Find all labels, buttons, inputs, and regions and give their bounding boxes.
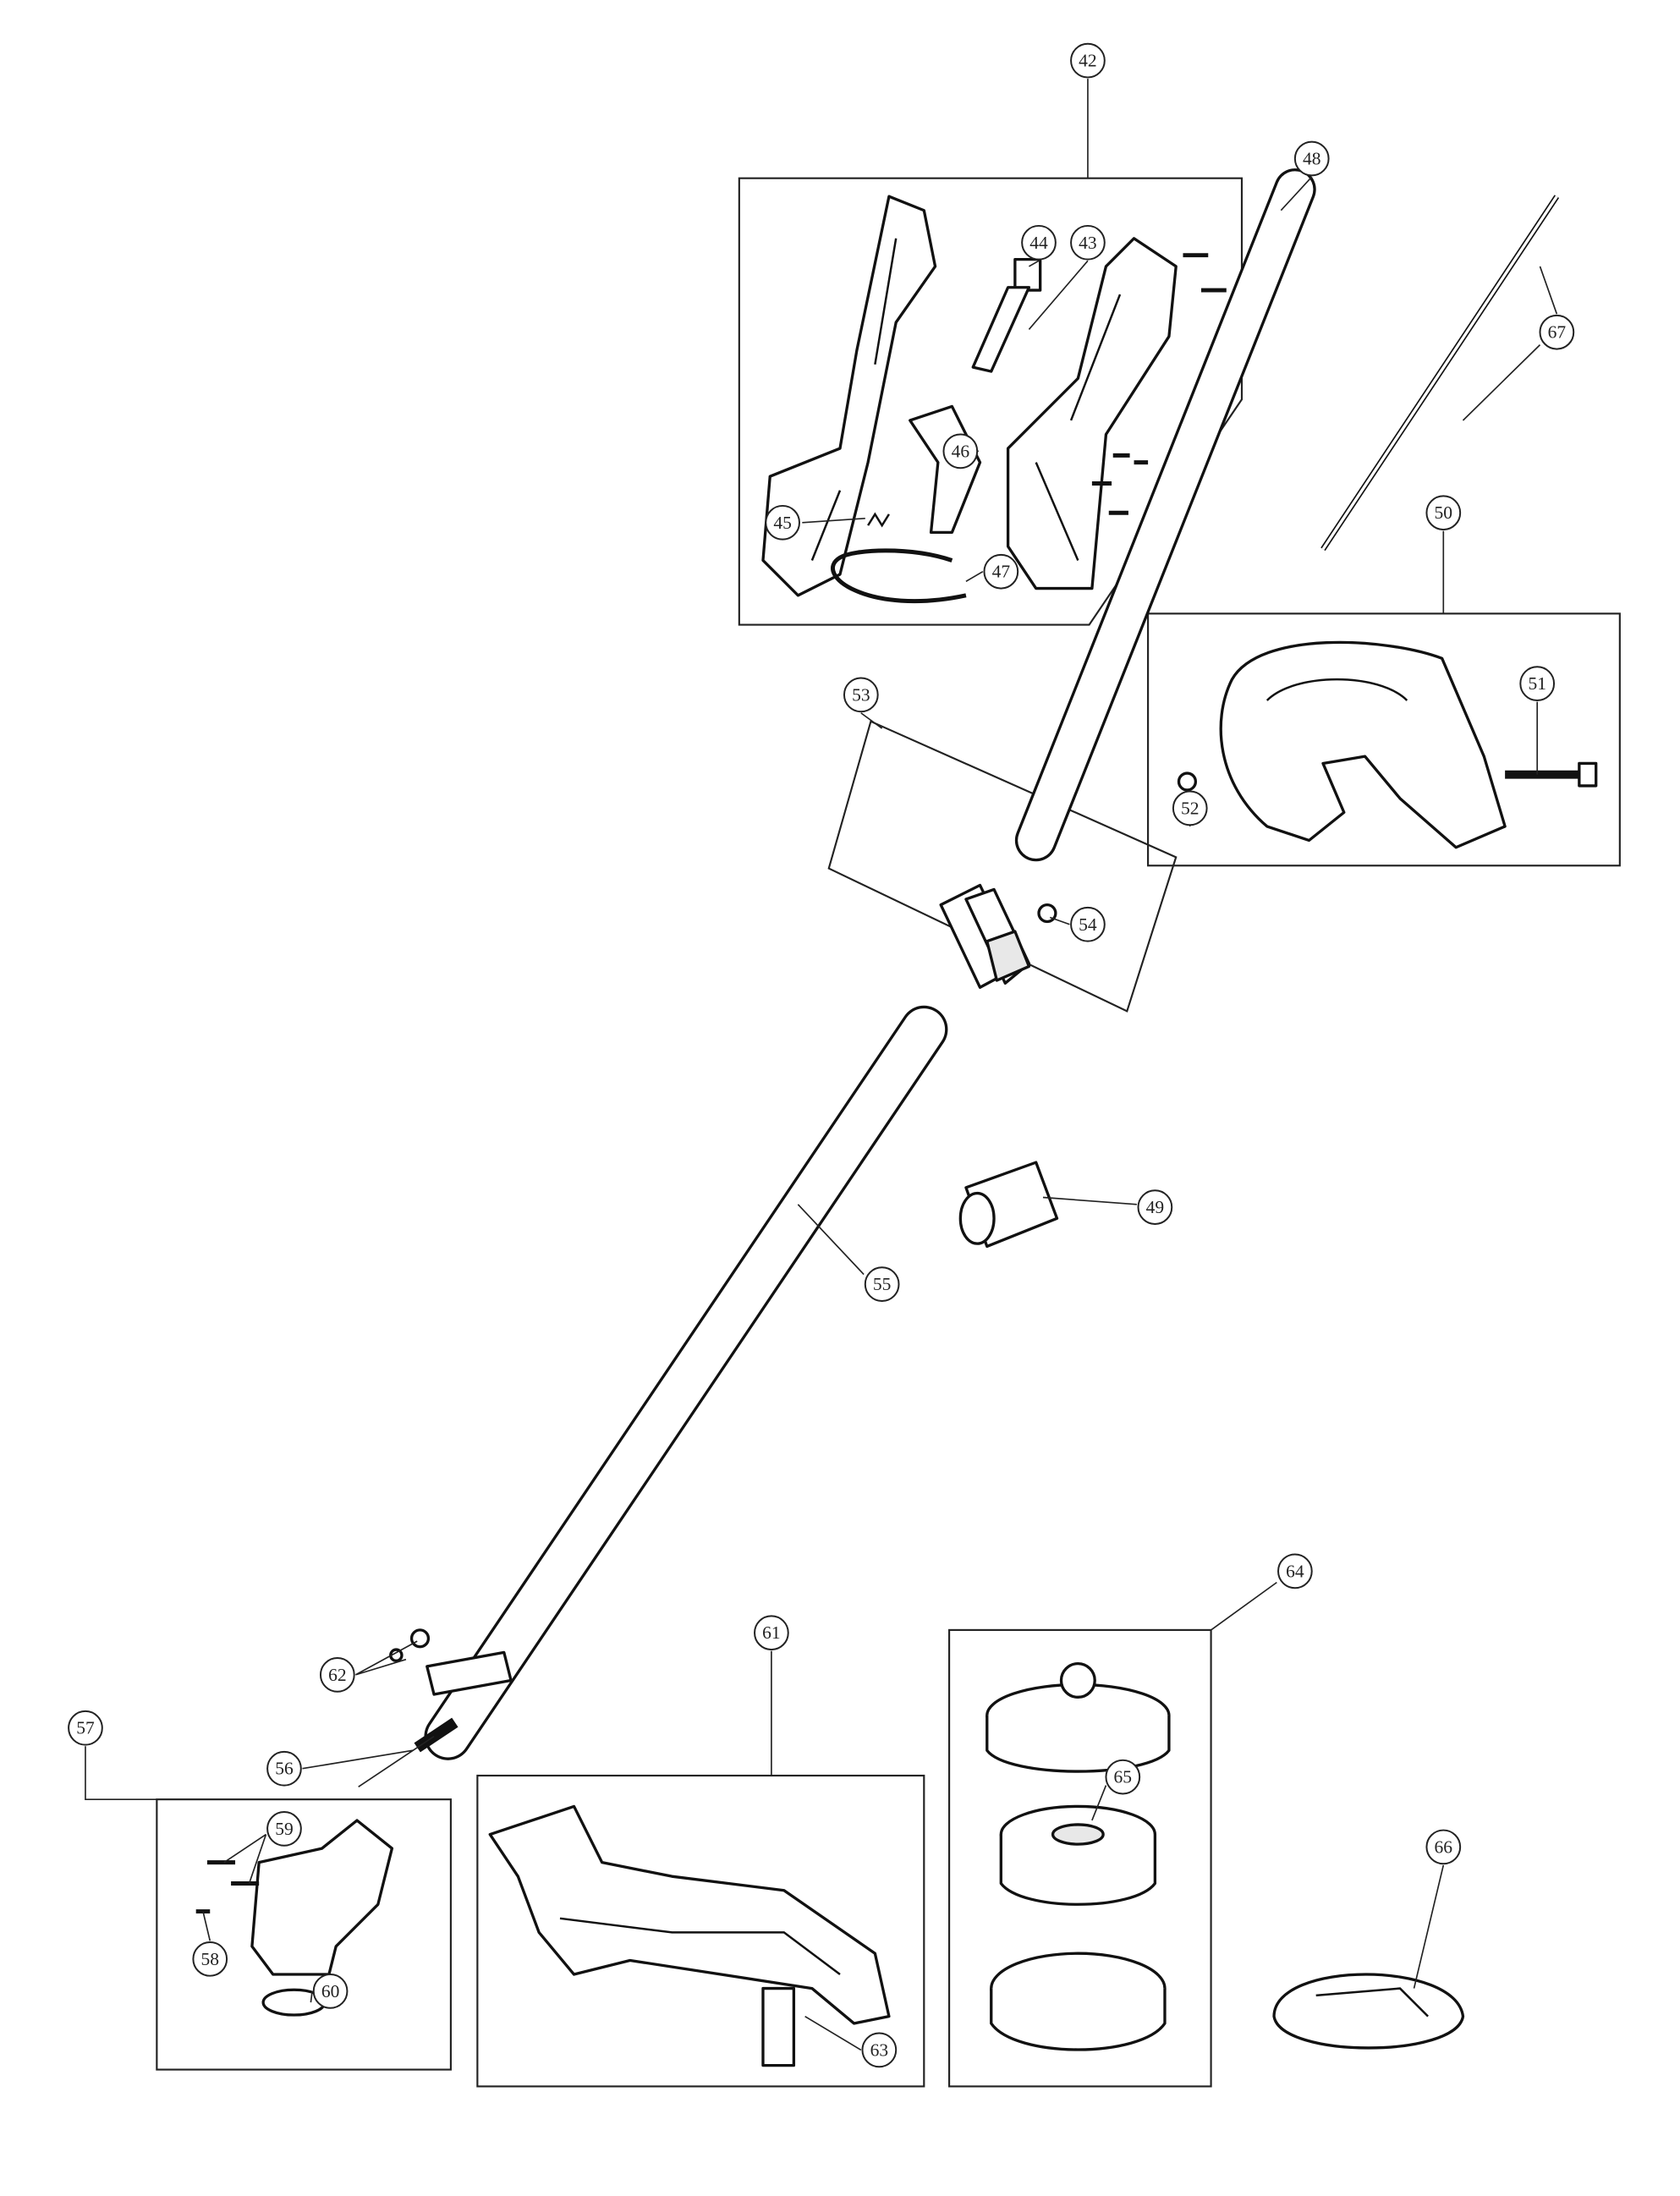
handle-housing-left [761,195,937,597]
trigger [909,404,982,535]
callout-66: 66 [1425,1829,1462,1865]
svg-text:52: 52 [1181,798,1200,818]
callout-67: 67 [1539,314,1575,350]
callout-53: 53 [843,677,879,713]
lower-shaft [424,1005,948,1760]
svg-text:45: 45 [773,513,792,533]
box-guard [476,1774,925,2088]
box-gearhead [156,1798,452,2071]
screws-handle [1091,253,1227,515]
svg-text:64: 64 [1286,1561,1304,1581]
lock-rod [971,286,1031,373]
upper-shaft [1014,168,1316,862]
leader-lines [85,79,1558,2051]
svg-text:54: 54 [1079,914,1097,935]
svg-text:60: 60 [321,1981,340,2001]
callout-54: 54 [1070,906,1106,942]
callout-42: 42 [1070,42,1106,79]
switch [1013,258,1042,292]
callout-49: 49 [1137,1189,1173,1225]
svg-text:46: 46 [952,441,970,461]
callout-47: 47 [983,553,1019,590]
spring-45 [867,512,890,528]
svg-text:55: 55 [873,1274,892,1294]
svg-text:62: 62 [328,1665,347,1685]
handle-housing-right [1006,237,1178,590]
svg-text:61: 61 [762,1622,781,1643]
shaft-coupler-49 [958,1161,1059,1249]
drive-cable [1320,195,1560,552]
box-trimmer-head [948,1628,1212,2088]
svg-text:51: 51 [1528,673,1546,694]
svg-text:67: 67 [1548,322,1567,343]
svg-text:58: 58 [201,1949,220,1969]
svg-text:66: 66 [1435,1836,1453,1857]
svg-text:57: 57 [76,1718,95,1738]
svg-text:53: 53 [852,684,870,705]
callout-44: 44 [1021,224,1057,261]
callout-64: 64 [1277,1553,1313,1589]
callout-57: 57 [68,1710,103,1746]
callout-51: 51 [1519,666,1556,701]
callout-65: 65 [1105,1759,1141,1795]
callout-55: 55 [864,1266,900,1302]
svg-text:65: 65 [1114,1767,1133,1787]
spool-65 [999,1804,1157,1906]
callout-46: 46 [942,433,979,469]
callout-43: 43 [1070,224,1106,261]
bolt-51 [1505,761,1598,788]
svg-text:59: 59 [275,1819,294,1839]
callout-61: 61 [754,1615,789,1651]
box-coupler [827,720,1178,1013]
svg-text:43: 43 [1079,233,1097,253]
callout-45: 45 [765,504,800,541]
callout-63: 63 [861,2032,898,2068]
svg-text:48: 48 [1303,148,1321,168]
coupler [939,883,1031,989]
svg-text:42: 42 [1079,51,1097,71]
spool-cover [990,1952,1167,2051]
svg-text:56: 56 [275,1759,294,1779]
hanger-ring [831,548,967,604]
svg-text:44: 44 [1029,233,1048,253]
svg-text:50: 50 [1435,502,1453,523]
guard [488,1804,891,2067]
nut-52 [1177,771,1198,792]
box-assist-handle [1147,612,1621,867]
screws-59-58 [195,1860,260,1914]
cover-66 [1272,1973,1465,2050]
svg-text:63: 63 [870,2040,889,2060]
callout-58: 58 [192,1941,228,1977]
callout-52: 52 [1172,790,1208,826]
spool-housing [985,1661,1171,1773]
callout-62: 62 [320,1657,355,1693]
svg-text:49: 49 [1146,1197,1165,1217]
callout-59: 59 [266,1811,302,1847]
callout-50: 50 [1425,495,1462,531]
gearhead [250,1819,394,2017]
assist-handle [1219,640,1507,849]
callout-60: 60 [312,1974,349,2009]
callout-56: 56 [266,1750,302,1787]
callout-48: 48 [1293,140,1330,177]
svg-text:47: 47 [992,562,1011,582]
